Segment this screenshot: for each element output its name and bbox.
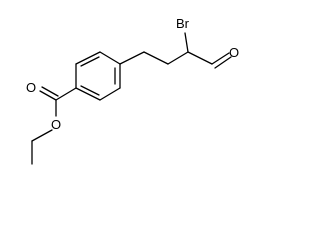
ester-oxygen-label: O xyxy=(51,117,61,132)
ester-group xyxy=(31,86,77,165)
chain-bond xyxy=(143,51,169,65)
ring-bond xyxy=(99,87,121,101)
aldehyde-double-bond xyxy=(214,56,232,69)
carbonyl-oxygen-label: O xyxy=(26,80,36,95)
chain-bond xyxy=(187,51,213,65)
c-br-bond xyxy=(184,32,189,53)
carbonyl-double-bond xyxy=(39,90,57,101)
ring-bond xyxy=(75,87,101,101)
structure-diagram: Br O O O xyxy=(26,16,239,165)
aldehyde-double-bond xyxy=(211,52,230,65)
side-chain xyxy=(119,32,232,69)
ring-inner-bond xyxy=(80,85,100,96)
ring-to-carbonyl-bond xyxy=(55,87,77,101)
chain-bond xyxy=(167,51,189,65)
ring-bond xyxy=(75,51,101,65)
carbonyl-double-bond xyxy=(41,86,59,97)
ring-inner-bond xyxy=(80,56,100,67)
bromine-label: Br xyxy=(176,16,190,31)
o-ethyl-bond xyxy=(31,129,53,142)
benzene-ring xyxy=(75,51,121,101)
ring-bond xyxy=(99,51,121,65)
aldehyde-oxygen-label: O xyxy=(229,45,239,60)
chain-bond xyxy=(119,51,145,65)
